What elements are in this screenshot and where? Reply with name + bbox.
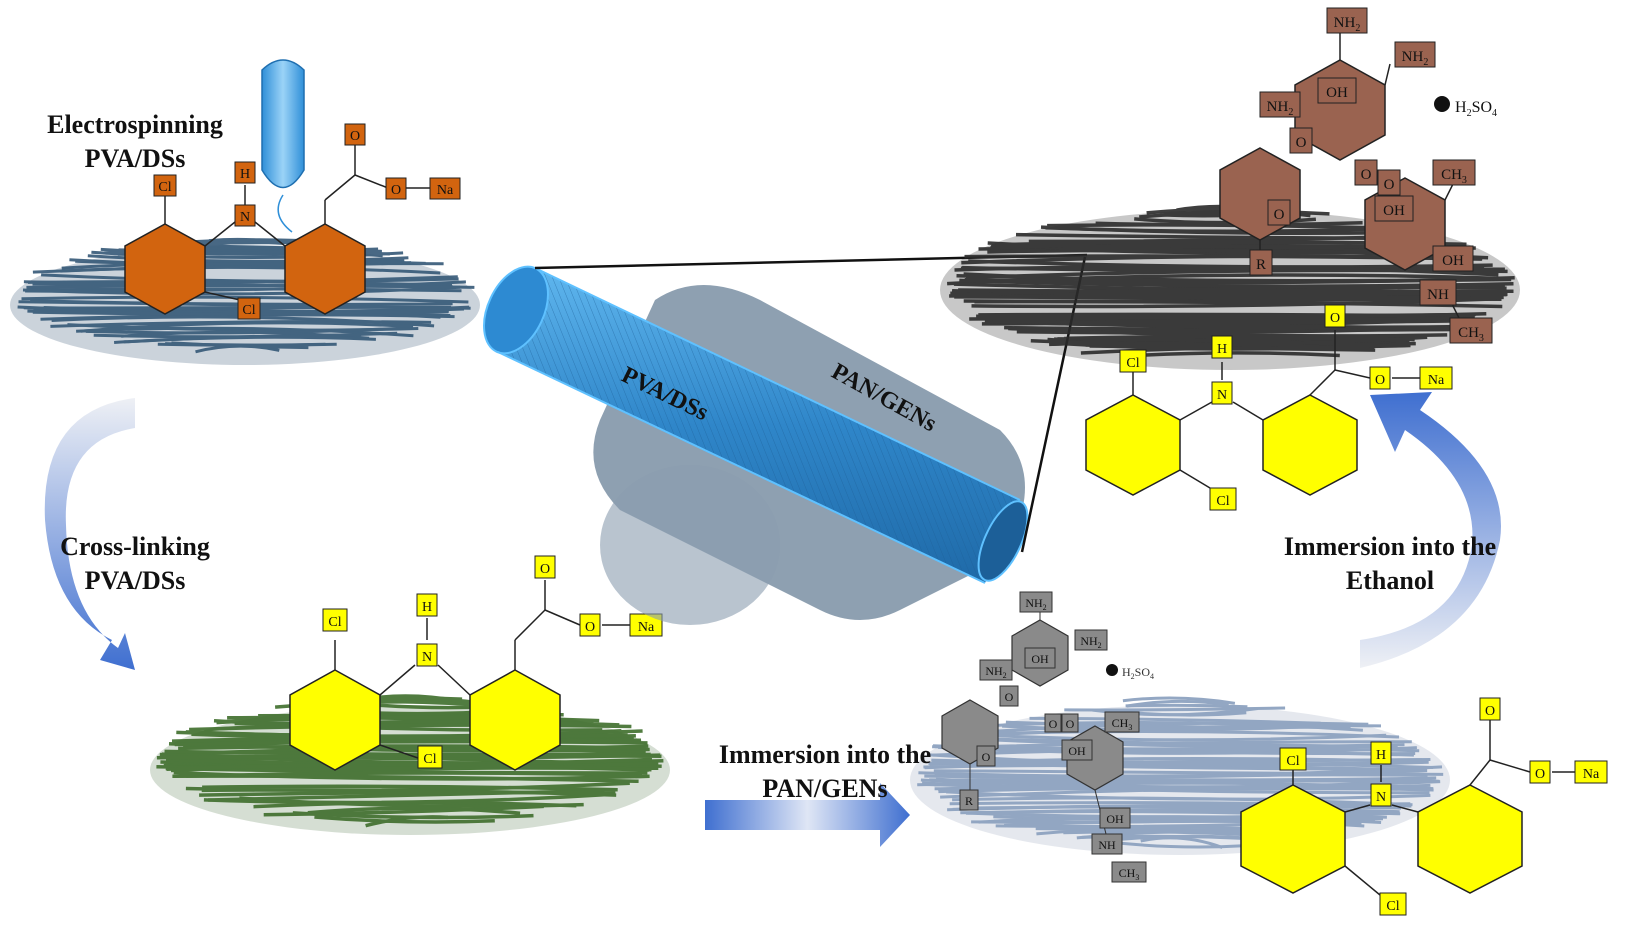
mesh-fiber <box>1126 705 1248 706</box>
group-label-oh: OH <box>1068 744 1086 758</box>
caption-line: Immersion into the <box>690 738 960 772</box>
atom-label-o: O <box>1330 311 1340 326</box>
atom-label-h: H <box>1217 342 1227 357</box>
caption-line: PVA/DSs <box>20 564 250 598</box>
atom-label-cl: Cl <box>423 752 436 767</box>
group-label-r: R <box>965 794 973 808</box>
atom-label-o: O <box>1485 704 1495 719</box>
group-label-oh: OH <box>1106 812 1124 826</box>
atom-label-o: O <box>350 129 360 144</box>
group-label-nh2: NH <box>1267 99 1289 115</box>
atom-label-h: H <box>422 600 432 615</box>
group-label-nh: NH <box>1427 287 1449 303</box>
group-label-nh2: NH <box>1025 596 1043 610</box>
group-label-o: O <box>982 750 991 764</box>
sulfate-label: H2SO4 <box>1455 99 1497 119</box>
atom-label-cl: Cl <box>1126 356 1139 371</box>
atom-label-cl: Cl <box>242 303 255 318</box>
subscript: 2 <box>1003 671 1007 680</box>
group-label-r: R <box>1256 257 1266 273</box>
subscript: 2 <box>1043 603 1047 612</box>
atom-label-na: Na <box>1583 767 1600 782</box>
atom-label-cl: Cl <box>1286 754 1299 769</box>
atom-label-h: H <box>1376 748 1386 763</box>
atom-label-na: Na <box>638 620 655 635</box>
caption-line: PAN/GENs <box>690 772 960 806</box>
group-label-o: O <box>1005 690 1014 704</box>
subscript: 2 <box>1423 57 1428 68</box>
caption-line: PVA/DSs <box>10 142 260 176</box>
group-label-ch3: CH <box>1458 325 1479 341</box>
sulfate-label: H2SO4 <box>1122 665 1154 681</box>
caption-immersion-pan: Immersion into the PAN/GENs <box>690 738 960 806</box>
group-label-ch3: CH <box>1112 716 1129 730</box>
atom-label-cl: Cl <box>328 615 341 630</box>
group-label-o: O <box>1066 717 1075 731</box>
atom-label-o: O <box>1375 373 1385 388</box>
bullet-dot <box>1434 96 1450 112</box>
caption-line: Immersion into the <box>1255 530 1525 564</box>
mesh-green <box>150 696 670 835</box>
subscript: 3 <box>1479 333 1484 344</box>
subscript: 3 <box>1128 723 1132 732</box>
group-label-o: O <box>1384 177 1395 193</box>
caption-electrospinning: Electrospinning PVA/DSs <box>10 108 260 176</box>
atom-label-o: O <box>585 620 595 635</box>
group-label-o: O <box>1296 135 1307 151</box>
group-label-oh: OH <box>1383 203 1405 219</box>
group-label-ch3: CH <box>1119 866 1136 880</box>
atom-label-o: O <box>391 183 401 198</box>
atom-label-n: N <box>240 210 250 225</box>
group-label-nh2: NH <box>1334 15 1356 31</box>
group-label-nh2: NH <box>1402 49 1424 65</box>
caption-line: Ethanol <box>1255 564 1525 598</box>
caption-line: Electrospinning <box>10 108 260 142</box>
atom-label-n: N <box>1217 388 1227 403</box>
subscript: 2 <box>1355 23 1360 34</box>
group-label-o: O <box>1361 167 1372 183</box>
atom-label-na: Na <box>437 183 454 198</box>
subscript: 3 <box>1462 175 1467 186</box>
subscript: 2 <box>1098 641 1102 650</box>
atom-label-cl: Cl <box>158 180 171 195</box>
caption-line: Cross-linking <box>20 530 250 564</box>
atom-label-n: N <box>422 650 432 665</box>
caption-crosslinking: Cross-linking PVA/DSs <box>20 530 250 598</box>
group-label-oh: OH <box>1442 253 1464 269</box>
atom-label-cl: Cl <box>1386 899 1399 914</box>
group-label-nh2: NH <box>1080 634 1098 648</box>
syringe-needle-icon <box>262 60 304 232</box>
bullet-dot <box>1106 664 1118 676</box>
group-label-nh2: NH <box>985 664 1003 678</box>
subscript: 3 <box>1135 873 1139 882</box>
caption-immersion-ethanol: Immersion into the Ethanol <box>1255 530 1525 598</box>
atom-label-o: O <box>540 562 550 577</box>
atom-label-na: Na <box>1428 373 1445 388</box>
group-label-ch3: CH <box>1441 167 1462 183</box>
group-label-o: O <box>1274 207 1285 223</box>
group-label-oh: OH <box>1031 652 1049 666</box>
atom-label-o: O <box>1535 767 1545 782</box>
atom-label-n: N <box>1376 790 1386 805</box>
mesh-fiber <box>165 344 325 346</box>
group-label-oh: OH <box>1326 85 1348 101</box>
subscript: 2 <box>1288 107 1293 118</box>
atom-label-cl: Cl <box>1216 494 1229 509</box>
group-label-nh: NH <box>1098 838 1116 852</box>
group-label-o: O <box>1049 717 1058 731</box>
